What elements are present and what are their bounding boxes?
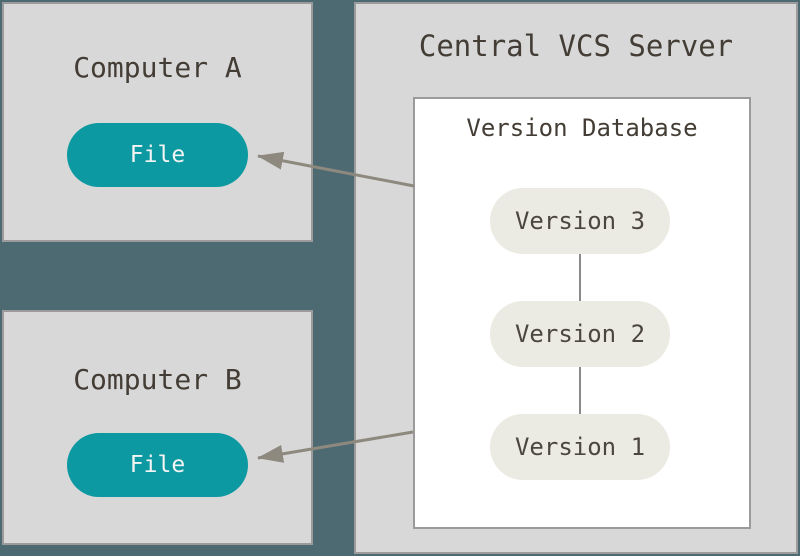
computer-a-file-pill: File: [67, 123, 248, 187]
version-3-pill: Version 3: [490, 188, 670, 254]
central-vcs-server-box: Central VCS Server Version Database Vers…: [354, 2, 798, 554]
computer-b-file-label: File: [129, 452, 186, 478]
computer-a-title: Computer A: [73, 51, 242, 84]
connector-line-v3-v2: [579, 254, 581, 301]
version-2-pill: Version 2: [490, 301, 670, 367]
computer-a-box: Computer A File: [2, 2, 313, 242]
version-2-label: Version 2: [514, 320, 646, 348]
connector-line-v2-v1: [579, 367, 581, 414]
computer-a-file-label: File: [129, 142, 186, 168]
computer-b-title: Computer B: [73, 363, 242, 396]
version-1-label: Version 1: [514, 433, 646, 461]
computer-b-file-pill: File: [67, 433, 248, 497]
server-title: Central VCS Server: [418, 29, 734, 63]
version-database-title: Version Database: [466, 114, 698, 142]
version-database-box: Version Database Version 3 Version 2 Ver…: [413, 97, 751, 529]
version-3-label: Version 3: [514, 207, 646, 235]
version-1-pill: Version 1: [490, 414, 670, 480]
computer-b-box: Computer B File: [2, 310, 313, 545]
